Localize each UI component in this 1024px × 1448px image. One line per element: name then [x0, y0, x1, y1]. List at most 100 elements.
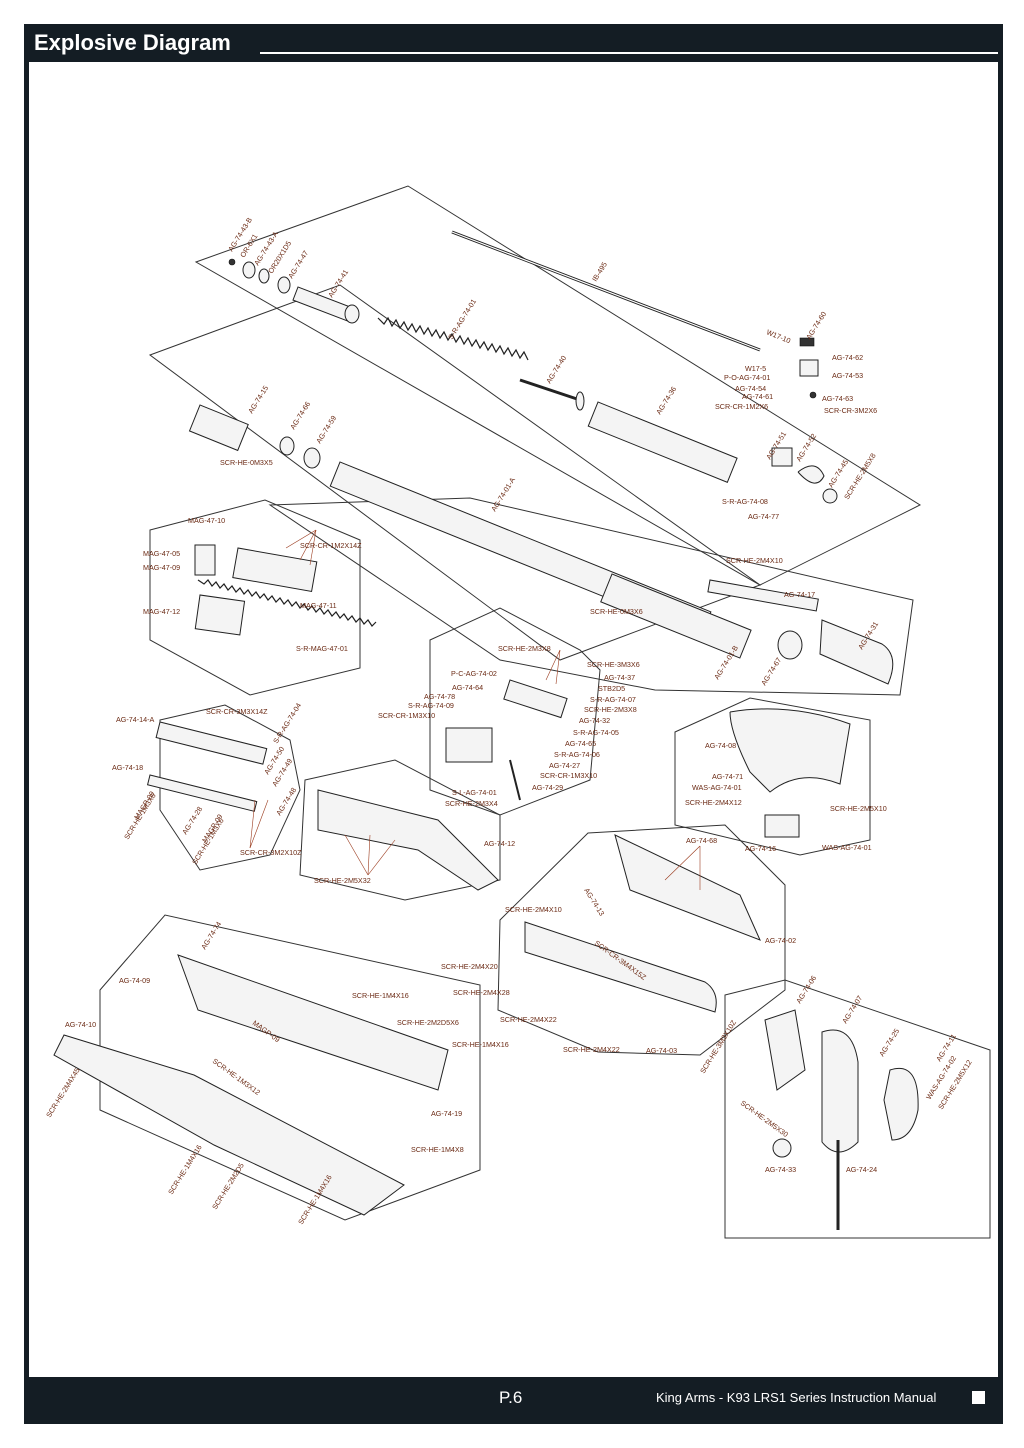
magazine-spring [197, 579, 377, 627]
label-ag7409: AG-74-09 [119, 976, 150, 985]
label-scrhe2m4x22b: SCR-HE-2M4X22 [563, 1045, 620, 1054]
label-scrhe2m5x30: SCR-HE-2M5X30 [739, 1098, 790, 1139]
manual-title: King Arms - K93 LRS1 Series Instruction … [656, 1390, 937, 1405]
cylinder-head-part [242, 261, 256, 279]
label-scrhe2m5x32: SCR-HE-2M5X32 [314, 876, 371, 885]
label-ag7463: AG-74-63 [822, 394, 853, 403]
label-ag7441: AG-74-41 [326, 268, 350, 299]
label-ag7418: AG-74-18 [112, 763, 143, 772]
label-ag7414a: AG-74-14-A [116, 715, 155, 724]
label-srag7407: S-R-AG-74-07 [590, 695, 636, 704]
label-ag7459: AG-74-59 [314, 414, 338, 445]
bolt-handle-base [771, 447, 793, 467]
label-ag7474: AG-74-74 [199, 920, 223, 951]
label-w175: W17-5 [745, 364, 766, 373]
scope-rail-part [707, 579, 819, 612]
label-ag7464: AG-74-64 [452, 683, 483, 692]
label-ag7413: AG-74-13 [582, 886, 606, 917]
label-ag7412: AG-74-12 [484, 839, 515, 848]
label-poag7401: P-O-AG-74-01 [724, 373, 770, 382]
label-ag7428: AG-74-28 [180, 805, 204, 836]
label-srag7409: S-R-AG-74-09 [408, 701, 454, 710]
label-scrhe2m4x45: SCR-HE-2M4X45 [44, 1066, 82, 1119]
upper-receiver-box [268, 497, 914, 696]
label-ag7454: AG-74-54 [735, 384, 766, 393]
label-ag7425: AG-74-25 [877, 1027, 901, 1058]
label-scrhe1m4x16a: SCR-HE-1M4X16 [352, 991, 409, 1000]
label-pcag7402: P-C-AG-74-02 [451, 669, 497, 678]
label-ag7440: AG-74-40 [544, 354, 568, 385]
label-ag7419: AG-74-19 [431, 1109, 462, 1118]
label-ag7410: AG-74-10 [65, 1020, 96, 1029]
label-ag7424: AG-74-24 [846, 1165, 877, 1174]
label-ag7416: AG-74-16 [745, 844, 776, 853]
label-scrhe2m3x8b: SCR-HE-2M3X8 [584, 705, 637, 714]
leader-lines [249, 529, 701, 890]
label-scrhe1m3x6b: SCR-HE-1M3X6 [190, 817, 226, 866]
label-scrhe3m3x6: SCR-HE-3M3X6 [587, 660, 640, 669]
label-scrhe2m5x10: SCR-HE-2M5X10 [830, 804, 887, 813]
magazine-group-box [149, 499, 361, 696]
cheek-pad-part [883, 1068, 919, 1141]
label-scrhe2m4x10: SCR-HE-2M4X10 [726, 556, 783, 565]
label-scrhe2m2d5x6: SCR-HE-2M2D5X6 [397, 1018, 459, 1027]
label-ag7452: AG-74-52 [794, 432, 818, 463]
label-scrhe2m2d5: SCR-HE-2M2D5 [210, 1161, 246, 1211]
cheek-bracket-part [764, 814, 800, 838]
label-ag7468: AG-74-68 [686, 836, 717, 845]
label-ag7415: AG-74-15 [246, 384, 270, 415]
label-ag7406: AG-74-06 [794, 974, 818, 1005]
label-scrhe2m4x28: SCR-HE-2M4X28 [453, 988, 510, 997]
group-boxes [99, 185, 991, 1239]
label-scrhe1m4x16c: SCR-HE-1M4X16 [166, 1143, 204, 1196]
label-scrcr1m2x6: SCR-CR-1M2X6 [715, 402, 768, 411]
selector-rail-part [146, 774, 258, 812]
label-ag7467: AG-74-67 [759, 656, 783, 687]
label-scrhe1m4x16b: SCR-HE-1M4X16 [452, 1040, 509, 1049]
spacer-part [277, 276, 291, 294]
bolt-handle-knob [797, 465, 825, 484]
label-mag4710: MAG-47-10 [188, 516, 225, 525]
label-ag7477: AG-74-77 [748, 512, 779, 521]
label-srag7408: S-R-AG-74-08 [722, 497, 768, 506]
label-scrhe2m5x8: SCR-HE-2M5X8 [842, 452, 878, 501]
handguard-box [99, 914, 481, 1221]
label-scrhe0m3x6: SCR-HE-0M3X6 [590, 607, 643, 616]
label-ag7462: AG-74-62 [832, 353, 863, 362]
receiver-tube-part [600, 573, 752, 659]
butt-plate-part [821, 1029, 859, 1153]
label-ag7453: AG-74-53 [832, 371, 863, 380]
label-ag7436: AG-74-36 [654, 385, 678, 416]
label-ag7466: AG-74-66 [288, 400, 312, 431]
cylinder-group-box [148, 284, 762, 661]
label-srag7401: S-R-AG-74-01 [446, 297, 478, 341]
collar-part [303, 447, 321, 469]
bolt-knob-part [822, 488, 838, 504]
label-ag7408: AG-74-08 [705, 741, 736, 750]
cheek-rest-box [674, 697, 871, 856]
safety-rail-part [155, 721, 268, 765]
label-wasag7401b: WAS-AG-74-01 [822, 843, 872, 852]
bolt-catch-part [799, 337, 815, 347]
stock-plate-part [524, 921, 717, 1013]
outer-muzzle-part [188, 404, 249, 452]
magazine-base [194, 594, 246, 636]
label-scrcr1m3x10b: SCR-CR-1M3X10 [540, 771, 597, 780]
cheek-rest-part [729, 708, 851, 793]
spring-guide [519, 378, 581, 402]
parts [53, 230, 919, 1230]
magazine-follower [194, 544, 216, 576]
lower-receiver-part [317, 789, 499, 891]
cylinder-tube-part [587, 401, 738, 483]
label-wasag7401a: WAS-AG-74-01 [692, 783, 742, 792]
label-w1710: W17-10 [765, 328, 792, 346]
trigger-housing [445, 727, 493, 763]
label-scrcr3m2x6: SCR-CR-3M2X6 [824, 406, 877, 415]
label-scrhe0m3x5: SCR-HE-0M3X5 [220, 458, 273, 467]
spring-guide-head [575, 391, 585, 411]
buttpad-part [764, 1009, 806, 1091]
label-scrcr3m3x14z: SCR-CR-3M3X14Z [206, 707, 268, 716]
safety-group-box [159, 704, 301, 871]
label-ib495: IB-495 [590, 260, 609, 283]
